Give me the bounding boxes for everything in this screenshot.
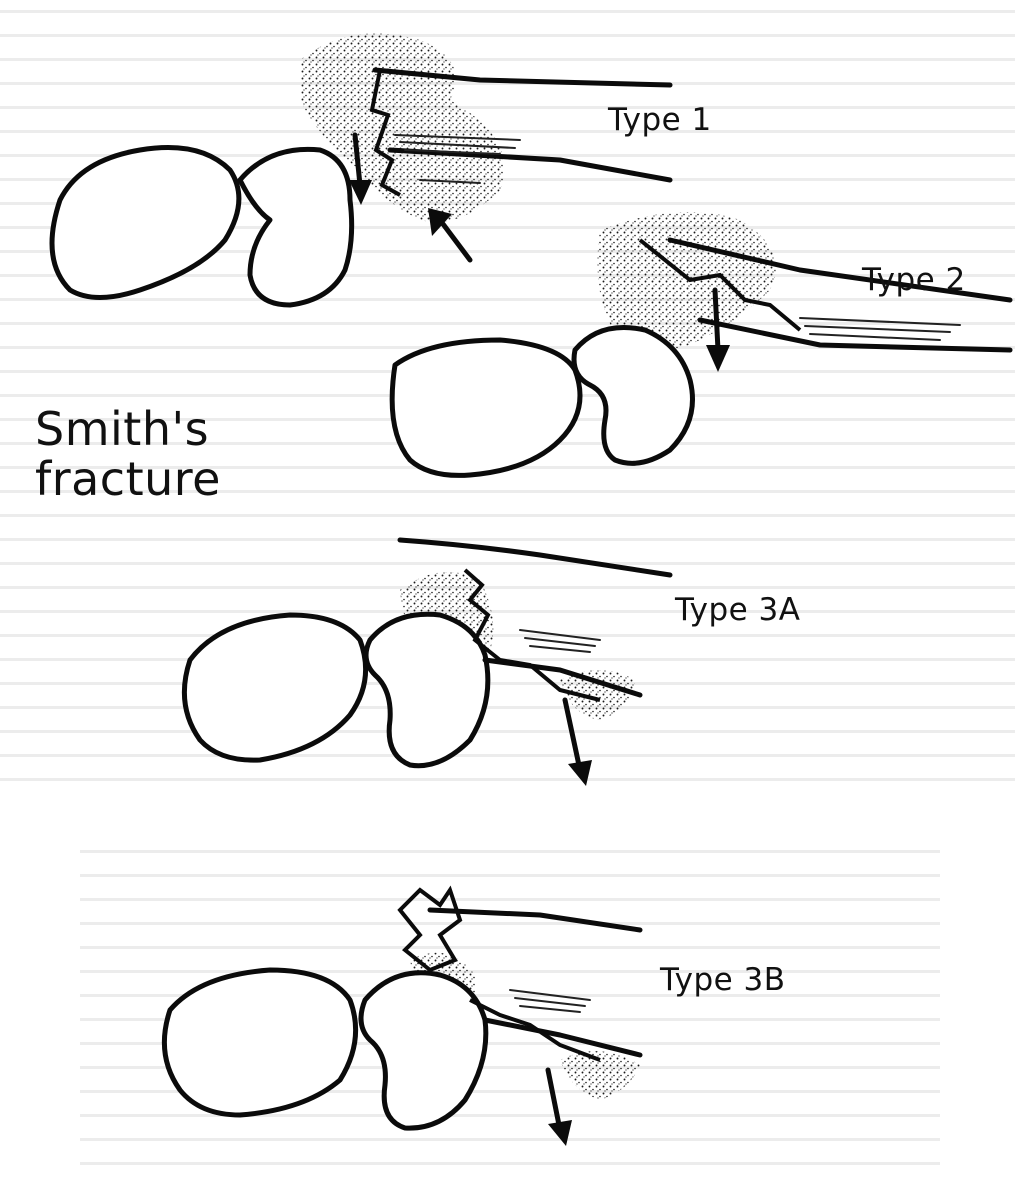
type2-label: Type 2	[861, 262, 966, 298]
figure-title-line1: Smith's	[35, 402, 209, 456]
type2-arrow-down	[715, 290, 718, 350]
type3b-label: Type 3B	[659, 962, 786, 998]
type1-label: Type 1	[607, 102, 712, 138]
figure-title-line2: fracture	[35, 452, 221, 506]
type3a-label: Type 3A	[674, 592, 801, 628]
